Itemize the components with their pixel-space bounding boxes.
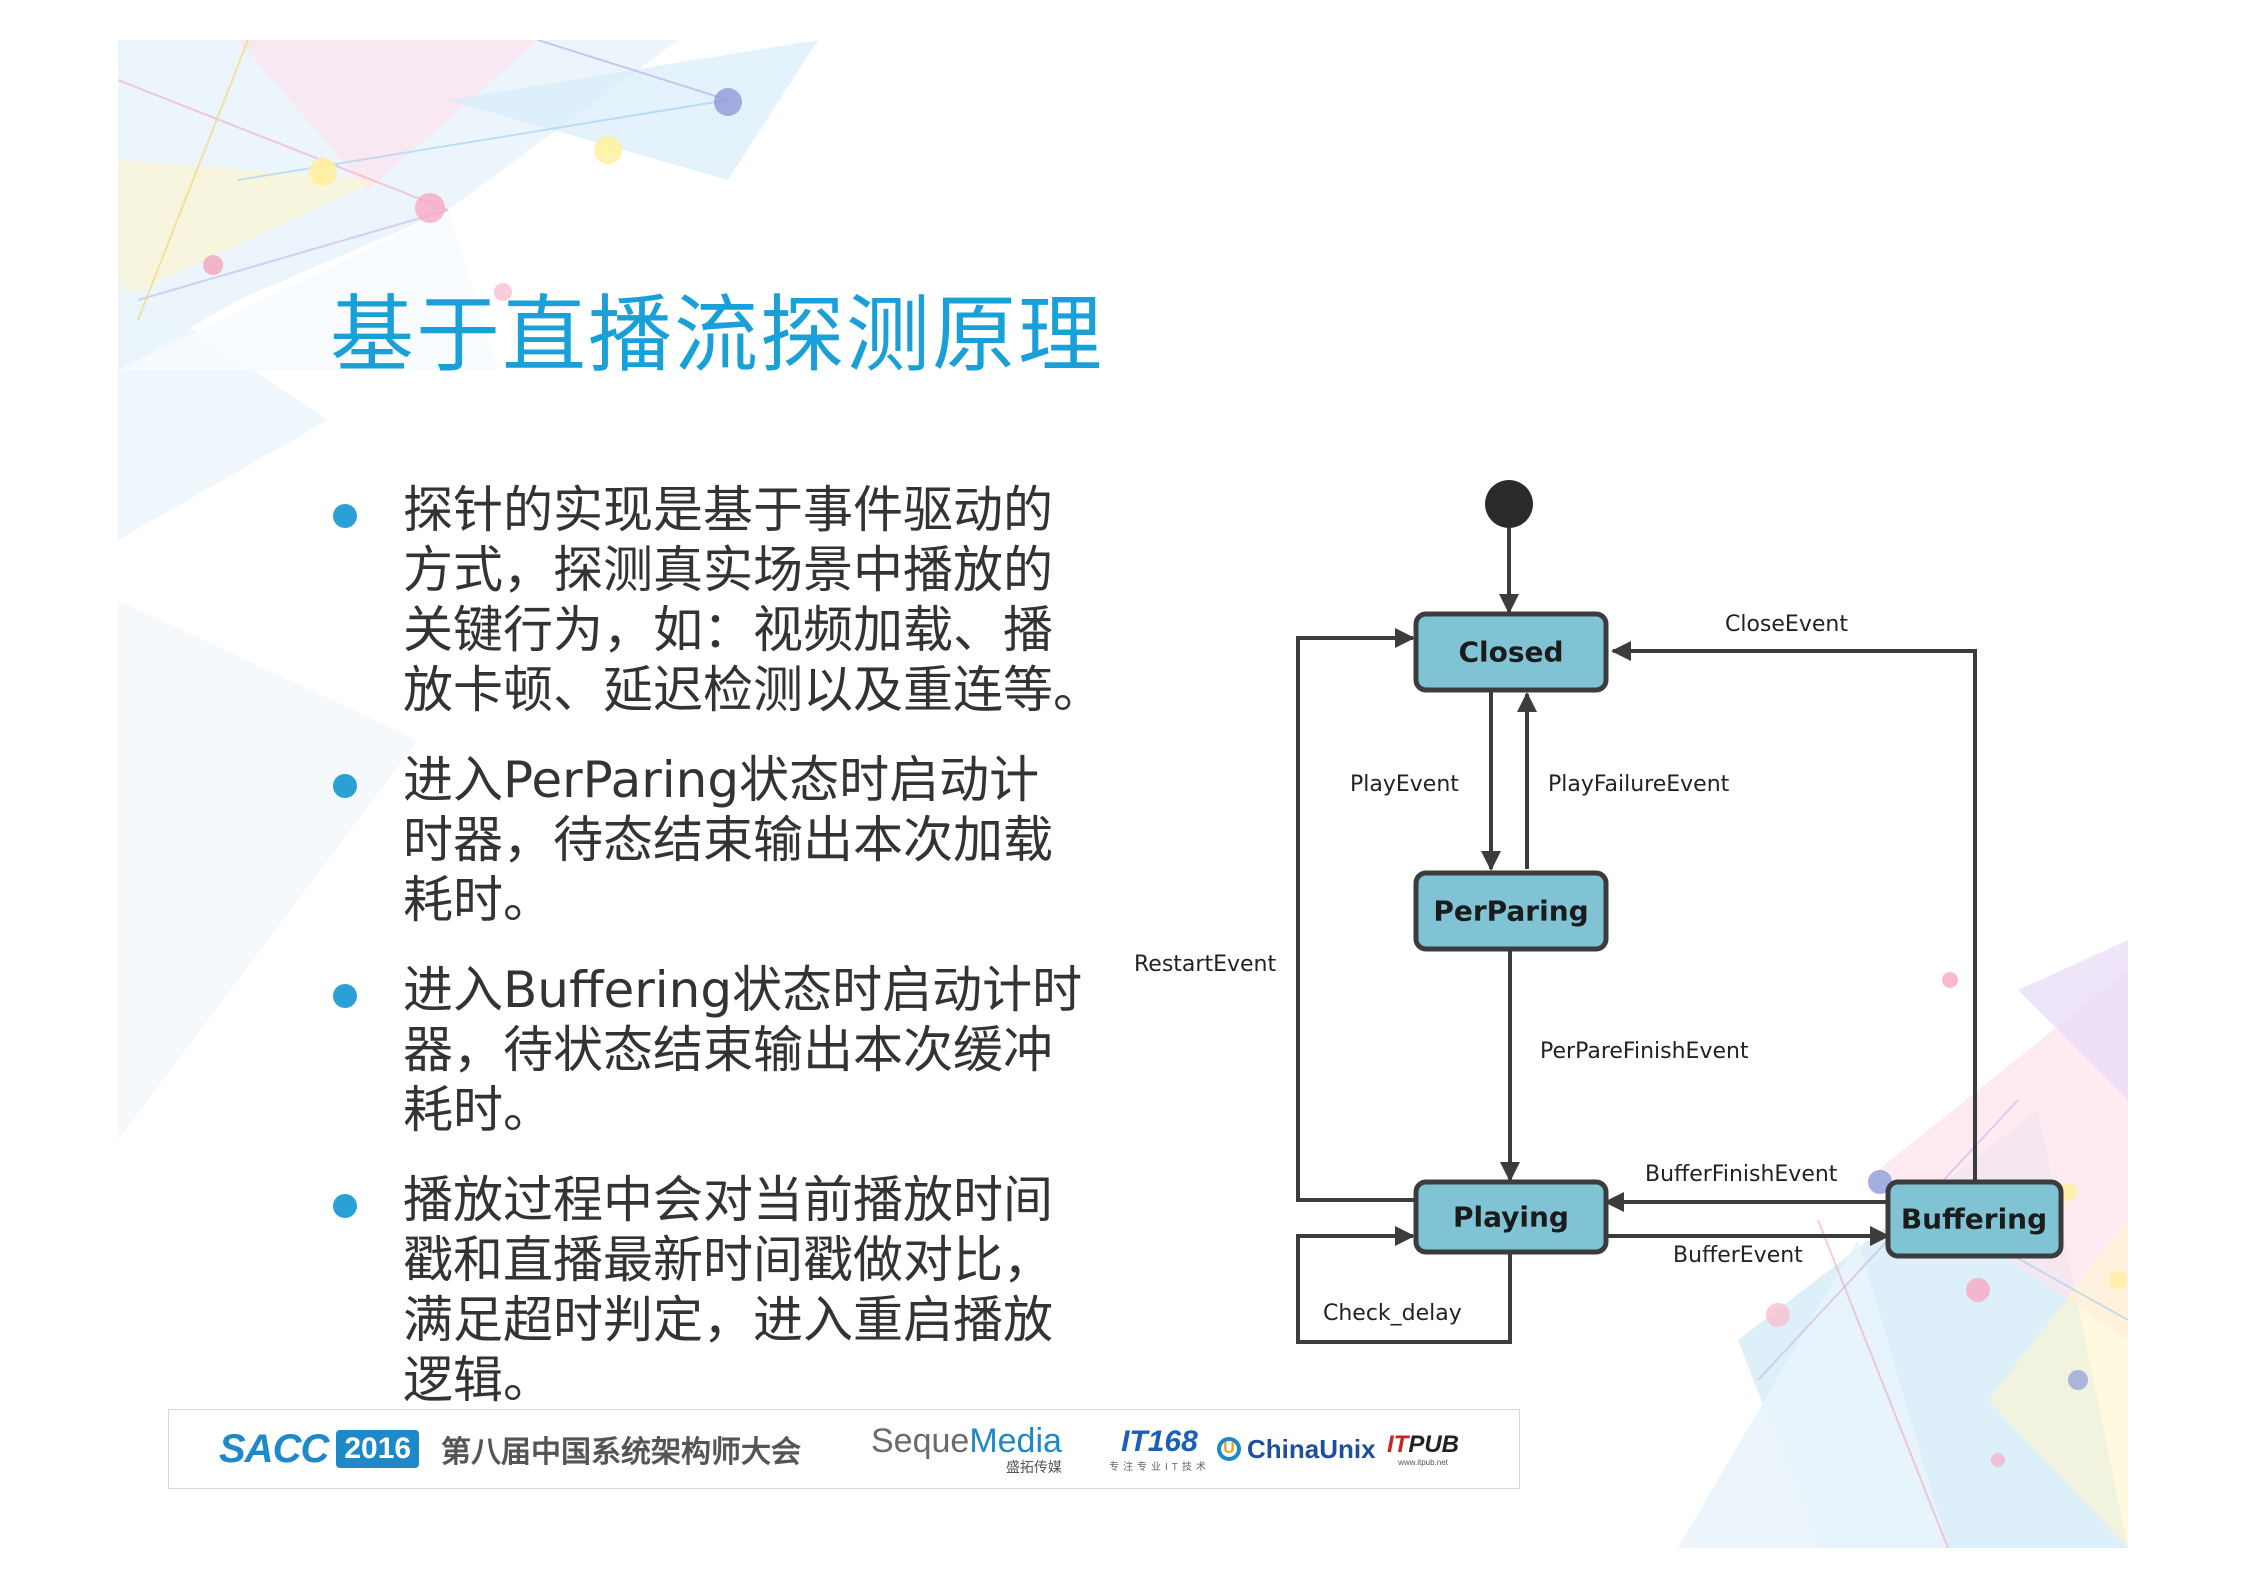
background-decoration (118, 40, 2128, 1548)
label-check-delay: Check_delay (1323, 1301, 1462, 1326)
itpub-logo-subtitle: www.itpub.net (1398, 1457, 1448, 1467)
sequemedia-logo-text: SequeMedia (871, 1423, 1062, 1459)
bullet-line: 戳和直播最新时间戳做对比， (403, 1231, 1053, 1289)
bullet-text: 进入PerParing状态时启动计 时器，待态结束输出本次加载 耗时。 (403, 750, 1213, 930)
bullet-line: 进入PerParing状态时启动计 (403, 751, 1040, 809)
edge-check-delay (1296, 1226, 1512, 1344)
bullet-item: 播放过程中会对当前播放时间 戳和直播最新时间戳做对比， 满足超时判定，进入重启播… (333, 1170, 1213, 1410)
itpub-logo: ITPUB www.itpub.net (1387, 1410, 1459, 1488)
bullet-item: 进入Buffering状态时启动计时 器，待状态结束输出本次缓冲 耗时。 (333, 960, 1213, 1140)
bullet-item: 进入PerParing状态时启动计 时器，待态结束输出本次加载 耗时。 (333, 750, 1213, 930)
label-close-event: CloseEvent (1725, 612, 1848, 637)
state-playing-label: Playing (1453, 1201, 1569, 1234)
chinaunix-logo: U ChinaUnix (1217, 1410, 1376, 1488)
state-buffering-label: Buffering (1901, 1203, 2047, 1236)
label-perpare-finish-event: PerPareFinishEvent (1540, 1039, 1749, 1064)
label-restart-event: RestartEvent (1134, 952, 1276, 977)
state-closed: Closed (1413, 611, 1609, 693)
state-buffering: Buffering (1885, 1179, 2064, 1259)
state-perparing: PerParing (1413, 870, 1609, 952)
bullet-dot-icon (333, 1194, 357, 1218)
label-buffer-finish-event: BufferFinishEvent (1645, 1162, 1838, 1187)
sacc-year-badge: 2016 (336, 1430, 420, 1468)
sacc-logo-text: SACC (219, 1426, 329, 1471)
bullet-line: 逻辑。 (403, 1351, 553, 1409)
edge-close-event (1611, 641, 1977, 1192)
sponsor-footer: SACC 2016 第八届中国系统架构师大会 SequeMedia 盛拓传媒 I… (168, 1409, 1520, 1489)
bullet-line: 播放过程中会对当前播放时间 (403, 1171, 1053, 1229)
sequemedia-logo-part1: Seque (871, 1422, 970, 1460)
bullet-line: 时器，待态结束输出本次加载 (403, 811, 1053, 869)
bullet-dot-icon (333, 774, 357, 798)
bullet-line: 耗时。 (403, 871, 553, 929)
bullet-dot-icon (333, 984, 357, 1008)
bullet-text: 进入Buffering状态时启动计时 器，待状态结束输出本次缓冲 耗时。 (403, 960, 1213, 1140)
itpub-logo-text: ITPUB (1387, 1430, 1459, 1458)
state-machine-diagram: Closed PerParing Playing Buffering Close… (1134, 480, 2064, 1344)
bullet-line: 放卡顿、延迟检测以及重连等。 (403, 661, 1103, 719)
state-playing: Playing (1413, 1179, 1609, 1255)
sequemedia-logo-subtitle: 盛拓传媒 (1005, 1459, 1062, 1475)
sacc-logo: SACC 2016 (219, 1410, 420, 1488)
slide: 基于直播流探测原理 探针的实现是基于事件驱动的 方式，探测真实场景中播放的 关键… (118, 40, 2128, 1548)
chinaunix-icon: U (1217, 1437, 1241, 1461)
it168-logo-text: IT168 (1121, 1424, 1198, 1458)
label-play-failure-event: PlayFailureEvent (1548, 772, 1730, 797)
state-perparing-label: PerParing (1433, 895, 1588, 928)
itpub-logo-part2: PUB (1408, 1430, 1459, 1458)
bullet-line: 进入Buffering状态时启动计时 (403, 961, 1083, 1019)
chinaunix-logo-text: ChinaUnix (1247, 1433, 1376, 1464)
bullet-text: 播放过程中会对当前播放时间 戳和直播最新时间戳做对比， 满足超时判定，进入重启播… (403, 1170, 1213, 1410)
bullet-text: 探针的实现是基于事件驱动的 方式，探测真实场景中播放的 关键行为，如：视频加载、… (403, 480, 1213, 720)
bullet-item: 探针的实现是基于事件驱动的 方式，探测真实场景中播放的 关键行为，如：视频加载、… (333, 480, 1213, 720)
sequemedia-logo-part2: Media (969, 1422, 1062, 1460)
itpub-logo-part1: IT (1387, 1430, 1409, 1458)
state-closed-label: Closed (1458, 636, 1563, 669)
it168-logo-subtitle: 专注专业IT技术 (1109, 1461, 1210, 1473)
it168-logo: IT168 专注专业IT技术 (1109, 1410, 1210, 1488)
bullet-line: 器，待状态结束输出本次缓冲 (403, 1021, 1053, 1079)
label-play-event: PlayEvent (1350, 772, 1459, 797)
bullet-line: 关键行为，如：视频加载、播 (403, 601, 1053, 659)
bullet-line: 方式，探测真实场景中播放的 (403, 541, 1053, 599)
edge-restart-event (1296, 628, 1443, 1202)
bullet-dot-icon (333, 504, 357, 528)
bullet-line: 耗时。 (403, 1081, 553, 1139)
bullet-line: 探针的实现是基于事件驱动的 (403, 481, 1053, 539)
bullet-list: 探针的实现是基于事件驱动的 方式，探测真实场景中播放的 关键行为，如：视频加载、… (333, 480, 1213, 1440)
bullet-line: 满足超时判定，进入重启播放 (403, 1291, 1053, 1349)
slide-title: 基于直播流探测原理 (330, 286, 1105, 384)
sequemedia-logo: SequeMedia 盛拓传媒 (871, 1410, 1062, 1488)
conference-name: 第八届中国系统架构师大会 (441, 1436, 801, 1469)
initial-state-node (1485, 480, 1533, 528)
label-buffer-event: BufferEvent (1673, 1243, 1803, 1268)
